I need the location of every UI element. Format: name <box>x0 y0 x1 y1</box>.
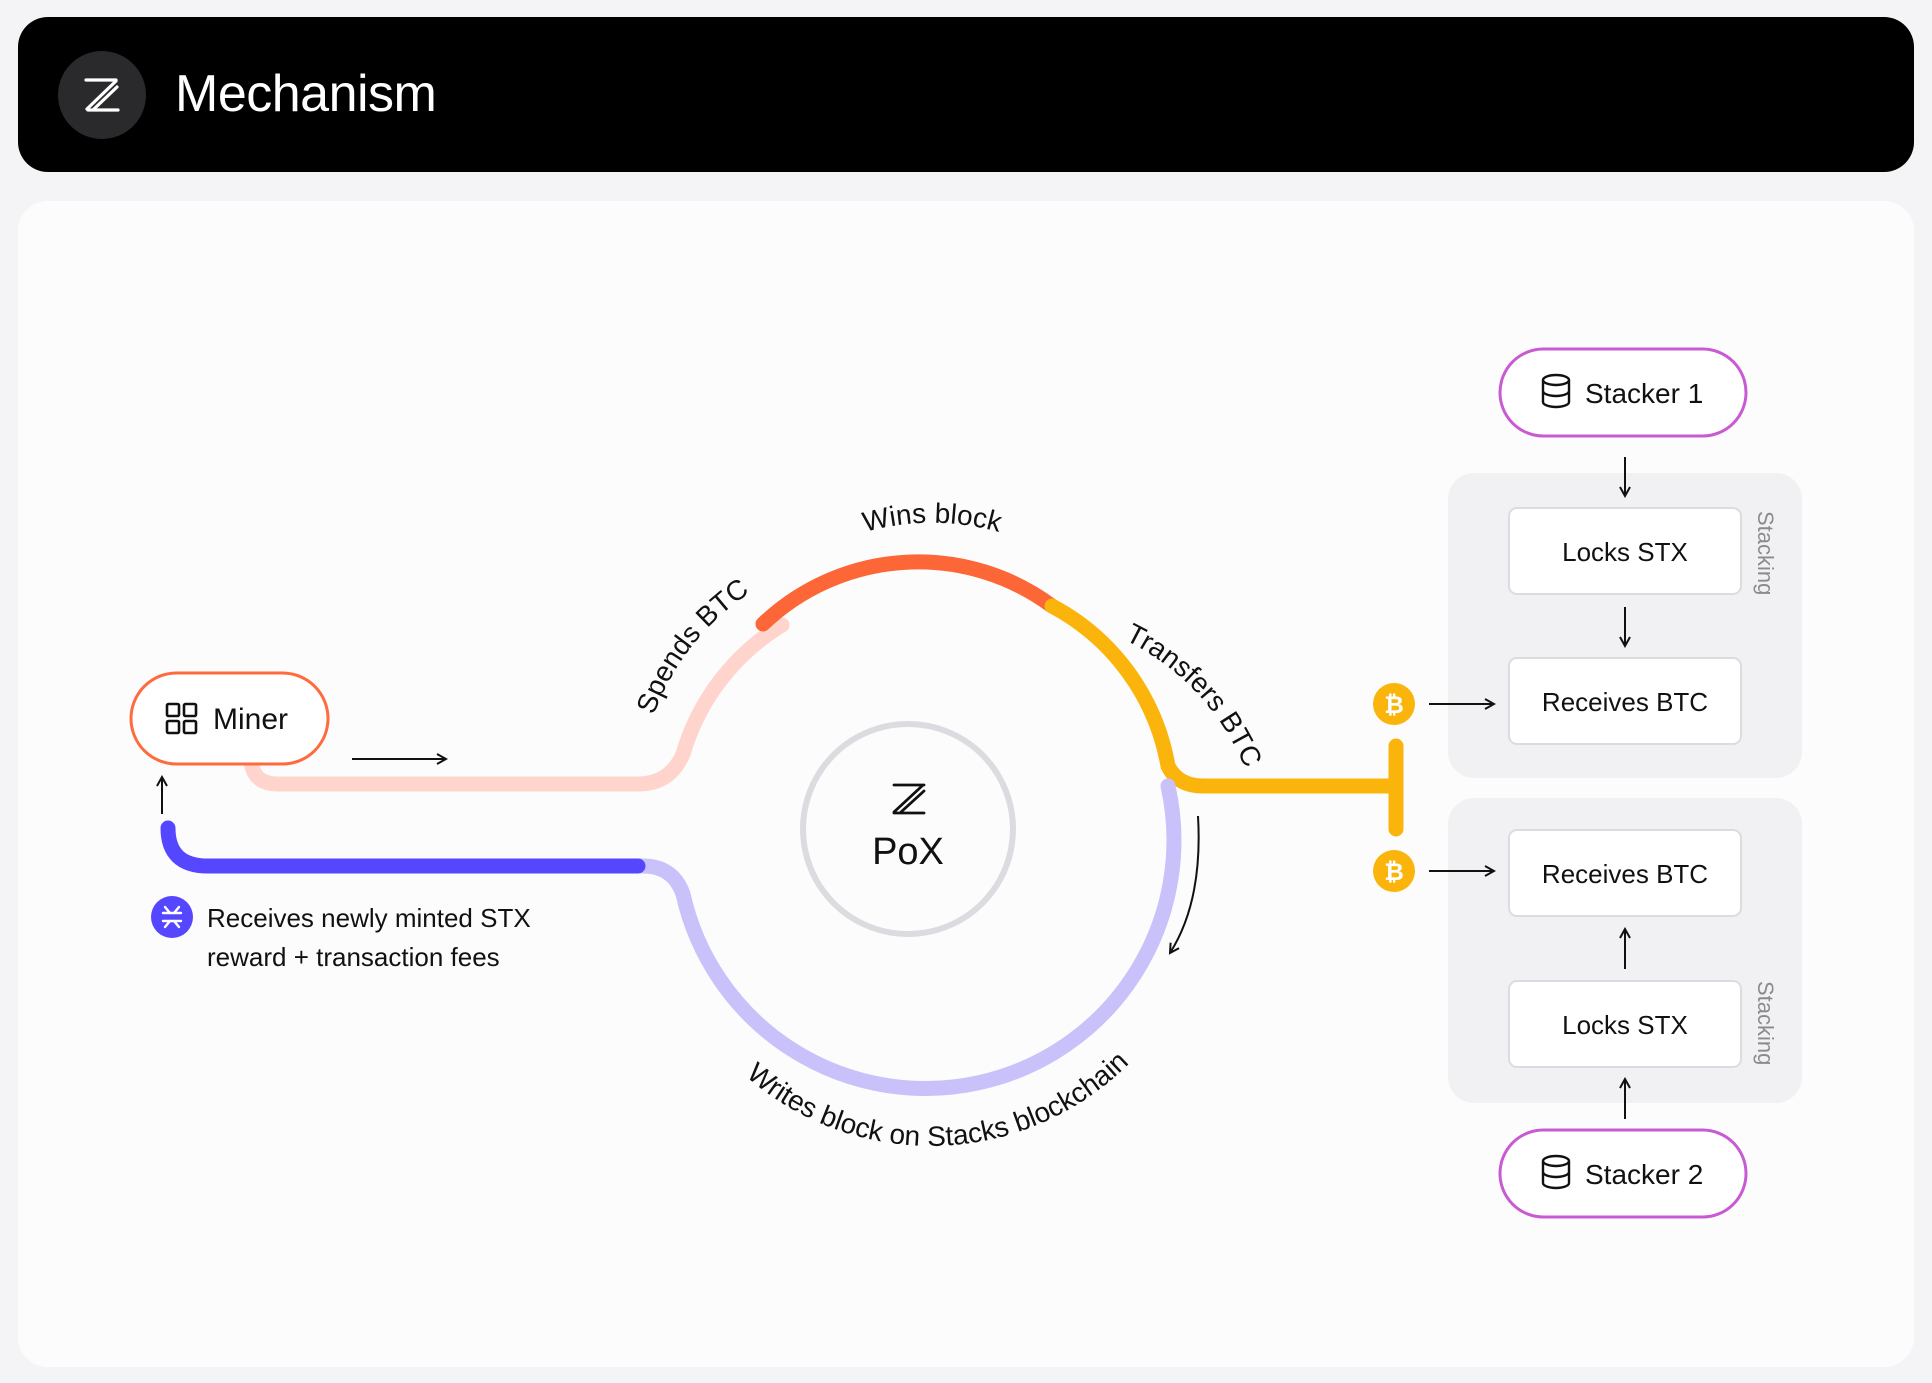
grid-icon <box>165 702 198 735</box>
mechanism-diagram: PoX Spends BTC Wins block Transfers BTC … <box>129 347 1802 1219</box>
writes-block-arc <box>628 778 1182 1096</box>
bitcoin-icon: ₿ <box>1373 683 1415 725</box>
svg-text:Locks STX: Locks STX <box>1562 1010 1688 1040</box>
stacker-1-node[interactable]: Stacker 1 <box>1498 347 1748 438</box>
spends-btc-label: Spends BTC <box>630 572 753 717</box>
svg-text:Locks STX: Locks STX <box>1562 537 1688 567</box>
receives-btc-box-2: Receives BTC <box>1508 829 1742 917</box>
stx-token-icon <box>151 896 193 938</box>
database-icon <box>1541 1154 1571 1190</box>
wins-block-label: Wins block <box>860 498 1007 538</box>
miner-label: Miner <box>213 703 288 736</box>
locks-stx-box-2: Locks STX <box>1508 980 1742 1068</box>
miner-node[interactable]: Miner <box>129 671 330 766</box>
stacks-logo-icon <box>58 51 146 139</box>
locks-stx-box-1: Locks STX <box>1508 507 1742 595</box>
bitcoin-icon: ₿ <box>1373 850 1415 892</box>
reward-text-line1: Receives newly minted STX <box>207 903 531 933</box>
header-bar: Mechanism <box>18 17 1914 172</box>
pox-ring <box>800 721 1016 937</box>
stacking-group-1-label: Stacking <box>1753 511 1778 595</box>
stacker-1-label: Stacker 1 <box>1585 378 1703 409</box>
svg-text:Receives BTC: Receives BTC <box>1542 687 1708 717</box>
wins-block-arc <box>755 554 1060 632</box>
stacking-group-2-label: Stacking <box>1753 981 1778 1065</box>
svg-text:₿: ₿ <box>1384 692 1404 719</box>
stacker-2-label: Stacker 2 <box>1585 1159 1703 1190</box>
pox-label: PoX <box>872 831 944 873</box>
database-icon <box>1541 373 1571 409</box>
stacks-logo-icon <box>892 783 926 815</box>
flow-arrow-curved <box>1170 815 1200 953</box>
transfers-btc-track <box>1044 598 1404 794</box>
reward-track <box>160 820 646 874</box>
stacker-2-node[interactable]: Stacker 2 <box>1498 1128 1748 1219</box>
svg-text:₿: ₿ <box>1384 859 1404 886</box>
diagram-card: PoX Spends BTC Wins block Transfers BTC … <box>18 201 1914 1367</box>
svg-text:Receives BTC: Receives BTC <box>1542 859 1708 889</box>
reward-text-line2: reward + transaction fees <box>207 942 500 972</box>
page-title: Mechanism <box>175 65 437 123</box>
spends-btc-track <box>243 617 790 792</box>
receives-btc-box-1: Receives BTC <box>1508 657 1742 745</box>
